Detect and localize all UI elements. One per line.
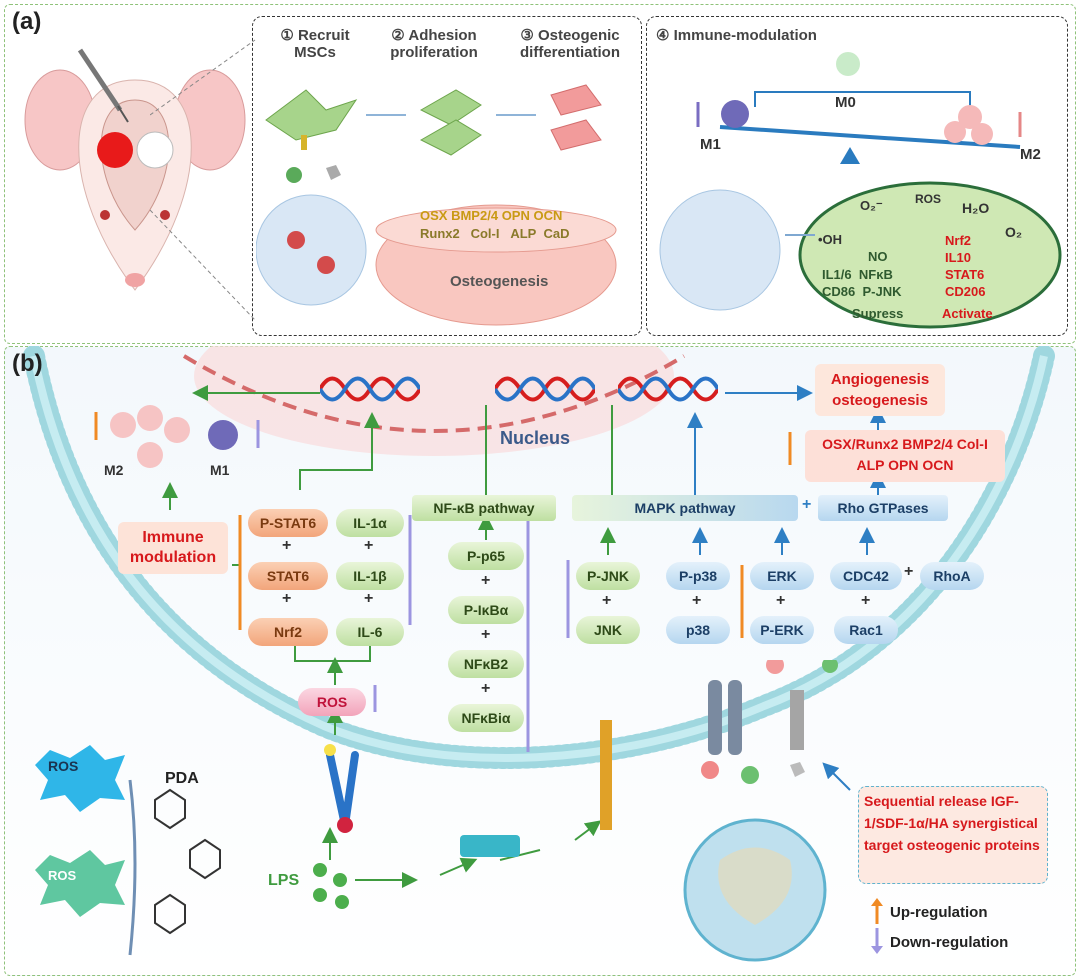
plus-sign: +	[481, 572, 491, 589]
step-adhesion: ② Adhesion proliferation	[390, 27, 478, 61]
p-p65-node: P-p65	[448, 542, 524, 570]
membrane-receptors	[324, 660, 838, 962]
suppress-list: IL1/6 NFκB CD86 P-JNK	[822, 267, 902, 299]
immune-modulation-label: Immune modulation	[129, 529, 217, 566]
no-label: NO	[868, 249, 888, 264]
rac1-node: Rac1	[834, 616, 898, 644]
plus-sign: +	[602, 592, 612, 609]
il-1b-node: IL-1β	[336, 562, 404, 590]
pda-label: PDA	[165, 770, 199, 787]
dna-helix-1	[320, 376, 420, 402]
nanoparticle-and-cell	[659, 181, 1062, 329]
panel-b-label: (b)	[12, 350, 43, 377]
osteo-markers-top: OSX BMP2/4 OPN OCN	[420, 208, 563, 223]
dna-helix-3	[618, 376, 718, 402]
plus-sign: +	[776, 592, 786, 609]
ros-node: ROS	[298, 688, 366, 716]
legend-down-label: Down-regulation	[890, 934, 1009, 951]
mouse-illustration	[24, 48, 246, 291]
p-jnk-node: P-JNK	[576, 562, 640, 590]
dna-helix-2	[495, 376, 595, 402]
osteogenesis-subpanel	[252, 16, 642, 336]
nfkbia-node: NFκBiα	[448, 704, 524, 732]
outcome-label: Angiogenesis osteogenesis	[830, 371, 930, 409]
plus-sign: +	[282, 537, 292, 554]
lps-molecules	[313, 863, 349, 909]
plus-sign: +	[364, 590, 374, 607]
proteins-label: OSX/Runx2 BMP2/4 Col-I ALP OPN OCN	[822, 436, 988, 473]
release-label: Sequential release IGF-1/SDF-1α/HA syner…	[864, 793, 1040, 853]
m2-cell-label: M2	[104, 462, 124, 478]
osteo-markers-bottom: Runx2 Col-I ALP CaD	[420, 226, 570, 241]
jnk-node: JNK	[576, 616, 640, 644]
legend-down-arrow	[871, 928, 883, 954]
p-p38-node: P-p38	[666, 562, 730, 590]
step-recruit: ① Recruit MSCs	[280, 27, 350, 61]
panel-a-label: (a)	[12, 8, 42, 35]
nrf2-node: Nrf2	[248, 618, 328, 646]
nfkb-pathway-bar: NF-κB pathway	[412, 495, 556, 521]
step-immune: ④ Immune-modulation	[656, 27, 817, 44]
m0-label: M0	[835, 94, 856, 111]
m1-label: M1	[700, 136, 721, 153]
zoom-lines	[150, 39, 256, 321]
o2-label: O₂	[1005, 224, 1023, 240]
m1-cell-label: M1	[210, 462, 230, 478]
p-ikba-node: P-IκBα	[448, 596, 524, 624]
p-stat6-node: P-STAT6	[248, 509, 328, 537]
oh-radical: •OH	[818, 232, 843, 247]
msc-cells-illustration	[256, 84, 617, 326]
ros-burst-bottom: ROS	[48, 868, 77, 883]
il-1a-node: IL-1α	[336, 509, 404, 537]
plus-pathway: +	[802, 496, 812, 513]
macrophage-balance	[696, 52, 1022, 164]
cdc42-node: CDC42	[830, 562, 902, 590]
outcome-box	[815, 364, 945, 416]
lps-label: LPS	[268, 872, 300, 889]
osteogenesis-label: Osteogenesis	[450, 273, 549, 290]
plus-sign: +	[692, 592, 702, 609]
suppress-label: Supress	[852, 306, 904, 321]
nfkb2-node: NFκB2	[448, 650, 524, 678]
p38-node: p38	[666, 616, 730, 644]
ros-burst-top: ROS	[48, 758, 79, 774]
m2-label: M2	[1020, 146, 1041, 163]
h2o-label: H₂O	[962, 200, 990, 216]
legend-up-arrow	[871, 898, 883, 924]
ros-pda-chemistry	[35, 745, 221, 956]
release-box	[858, 786, 1048, 884]
immune-subpanel	[646, 16, 1068, 336]
activate-label: Activate	[942, 306, 993, 321]
p-erk-node: P-ERK	[750, 616, 814, 644]
proteins-box	[805, 430, 1005, 482]
rho-gtpases-bar: Rho GTPases	[818, 495, 948, 521]
erk-node: ERK	[750, 562, 814, 590]
step-differentiation: ③ Osteogenic differentiation	[520, 27, 620, 61]
legend-up-label: Up-regulation	[890, 904, 988, 921]
plus-sign: +	[861, 592, 871, 609]
o2-minus: O₂⁻	[860, 198, 883, 213]
il-6-node: IL-6	[336, 618, 404, 646]
il-bracket	[294, 646, 371, 662]
ros-burst: ROS	[915, 192, 942, 206]
plus-sign: +	[481, 680, 491, 697]
stat6-node: STAT6	[248, 562, 328, 590]
mapk-pathway-bar: MAPK pathway	[572, 495, 798, 521]
plus-sign: +	[481, 626, 491, 643]
plus-sign: +	[282, 590, 292, 607]
plus-sign: +	[904, 563, 914, 580]
macrophage-cluster	[110, 405, 238, 468]
nucleus-label: Nucleus	[500, 428, 571, 448]
rhoa-node: RhoA	[920, 562, 984, 590]
plus-sign: +	[364, 537, 374, 554]
immune-modulation-box	[118, 522, 228, 574]
